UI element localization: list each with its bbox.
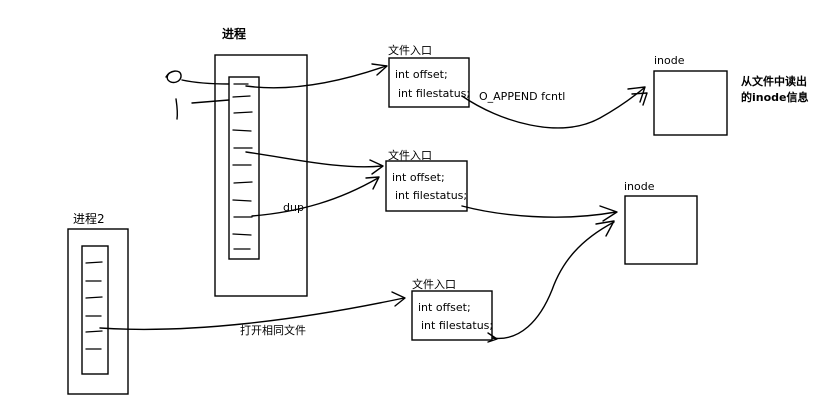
file-entry-2: 文件入口 int offset; int filestatus; bbox=[385, 148, 468, 212]
inode-1: inode bbox=[653, 54, 728, 136]
file-entry-1-offset: int offset; bbox=[395, 68, 448, 81]
arrow-process2-to-entry-3 bbox=[99, 291, 406, 331]
inode-2-label: inode bbox=[624, 180, 655, 193]
inode-info-annotation-line1: 从文件中读出 bbox=[741, 74, 807, 88]
file-entry-2-offset: int offset; bbox=[392, 171, 445, 184]
inode-1-label: inode bbox=[654, 54, 685, 67]
file-entry-2-filestatus: int filestatus; bbox=[395, 189, 467, 202]
file-entry-1-title: 文件入口 bbox=[388, 43, 432, 57]
file-entry-1-box bbox=[388, 57, 470, 108]
file-entry-3-filestatus: int filestatus; bbox=[421, 319, 493, 332]
process2-label: 进程2 bbox=[73, 211, 105, 226]
inode-2: inode bbox=[624, 180, 698, 265]
process1-label: 进程 bbox=[222, 26, 246, 41]
file-entry-3-box bbox=[411, 290, 493, 341]
file-entry-3-offset: int offset; bbox=[418, 301, 471, 314]
inode-2-box bbox=[624, 195, 698, 265]
arrow-entry-3-to-inode-2 bbox=[487, 220, 615, 343]
arrow-fd-to-entry-2 bbox=[245, 151, 384, 175]
inode-1-box bbox=[653, 70, 728, 136]
file-entry-1: 文件入口 int offset; int filestatus; bbox=[388, 43, 470, 108]
arrow-fd-to-entry-1 bbox=[245, 63, 388, 89]
fd-one-label: 1 bbox=[175, 98, 179, 120]
process2-fd-table bbox=[81, 245, 109, 375]
append-annotation: O_APPEND fcntl bbox=[479, 90, 565, 103]
file-entry-1-filestatus: int filestatus; bbox=[398, 87, 470, 100]
arrow-dup-to-entry-2 bbox=[251, 176, 380, 217]
process1-fd-table bbox=[228, 76, 260, 260]
process2-box bbox=[67, 228, 129, 395]
fd-one-connector bbox=[191, 99, 230, 104]
file-entry-3: 文件入口 int offset; int filestatus; bbox=[411, 277, 493, 341]
inode-info-annotation-line2: 的inode信息 bbox=[741, 90, 809, 104]
arrow-entry-1-to-inode-1 bbox=[461, 86, 648, 129]
fd-zero-label: 0 bbox=[165, 70, 182, 84]
process2-fd-entries bbox=[85, 261, 103, 350]
open-same-file-annotation: 打开相同文件 bbox=[240, 323, 306, 337]
file-entry-3-title: 文件入口 bbox=[412, 277, 456, 291]
file-entry-2-title: 文件入口 bbox=[388, 148, 432, 162]
process1-box bbox=[214, 54, 308, 297]
fd-zero-connector bbox=[181, 79, 230, 85]
arrow-entry-2-to-inode-2 bbox=[461, 205, 618, 222]
file-entry-2-box bbox=[385, 160, 468, 212]
process1-fd-entries bbox=[232, 83, 253, 250]
